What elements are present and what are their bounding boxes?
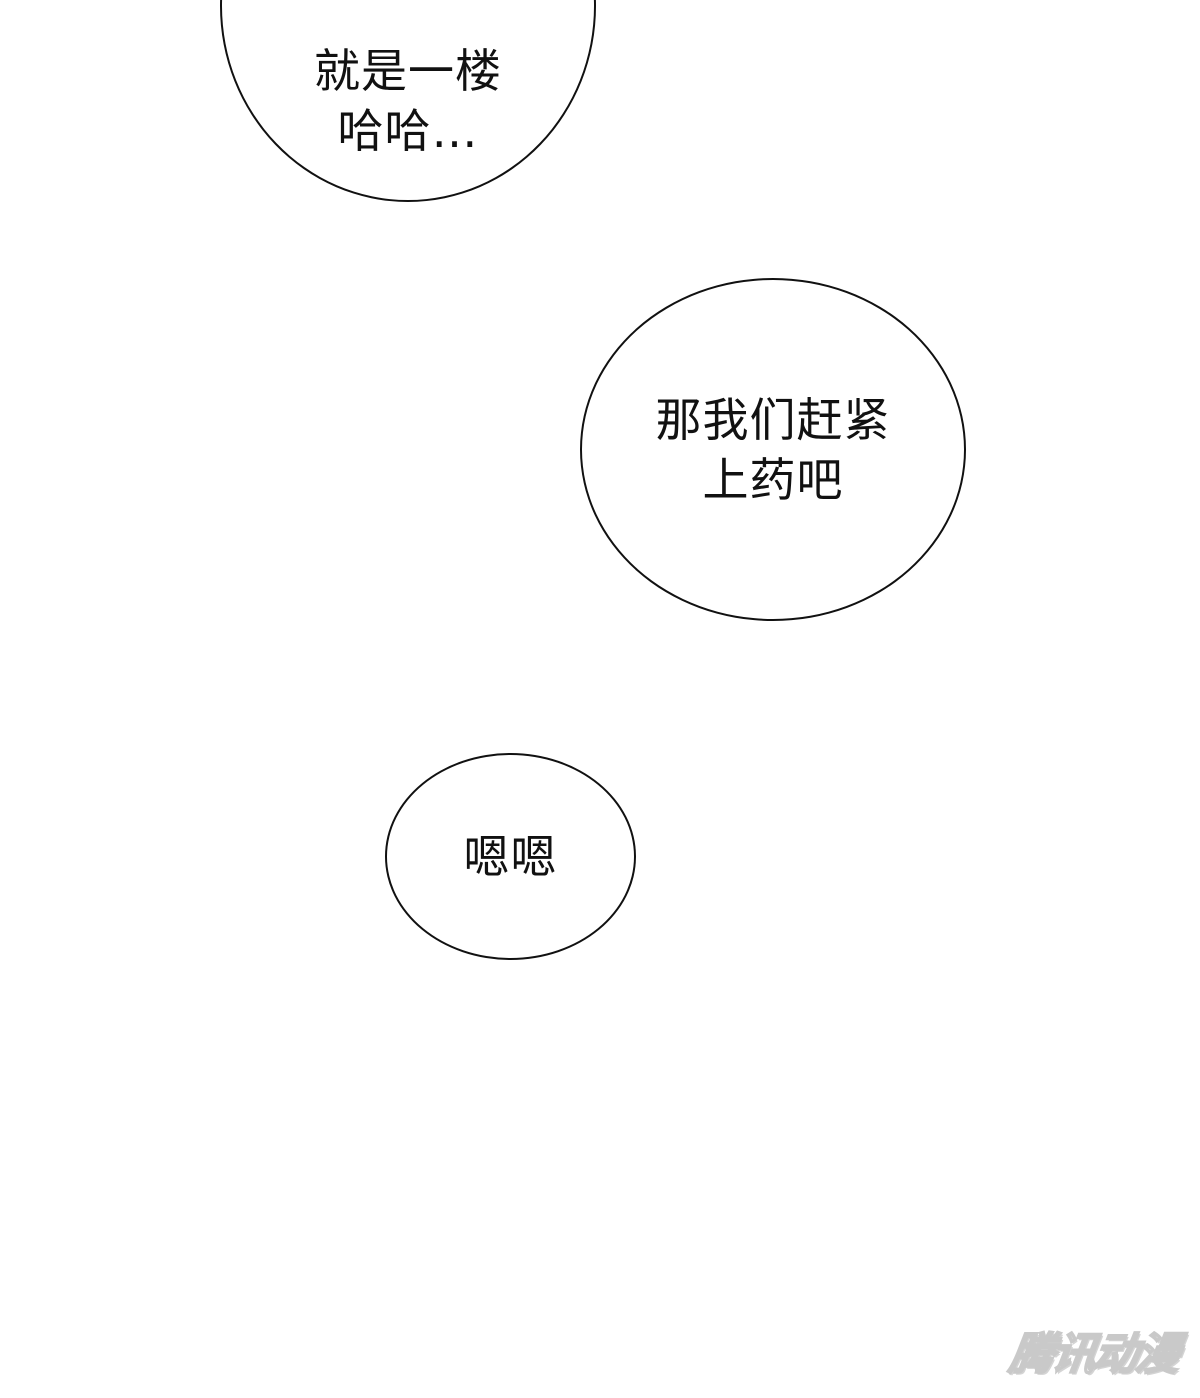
speech-bubble-2-line-1: 那我们赶紧	[655, 392, 891, 447]
speech-bubble-2-line-2: 上药吧	[702, 452, 844, 507]
speech-bubble-1-line-2: 哈哈…	[337, 104, 479, 158]
speech-bubble-2: 那我们赶紧 上药吧	[580, 278, 966, 621]
speech-bubble-3-line-1: 嗯嗯	[463, 829, 558, 884]
speech-bubble-1-line-1: 就是一楼	[314, 44, 502, 98]
tencent-comics-watermark-logo: 腾讯动漫	[1005, 1328, 1182, 1381]
speech-bubble-1: 就是一楼 哈哈…	[220, 0, 596, 202]
speech-bubble-3: 嗯嗯	[385, 753, 636, 960]
